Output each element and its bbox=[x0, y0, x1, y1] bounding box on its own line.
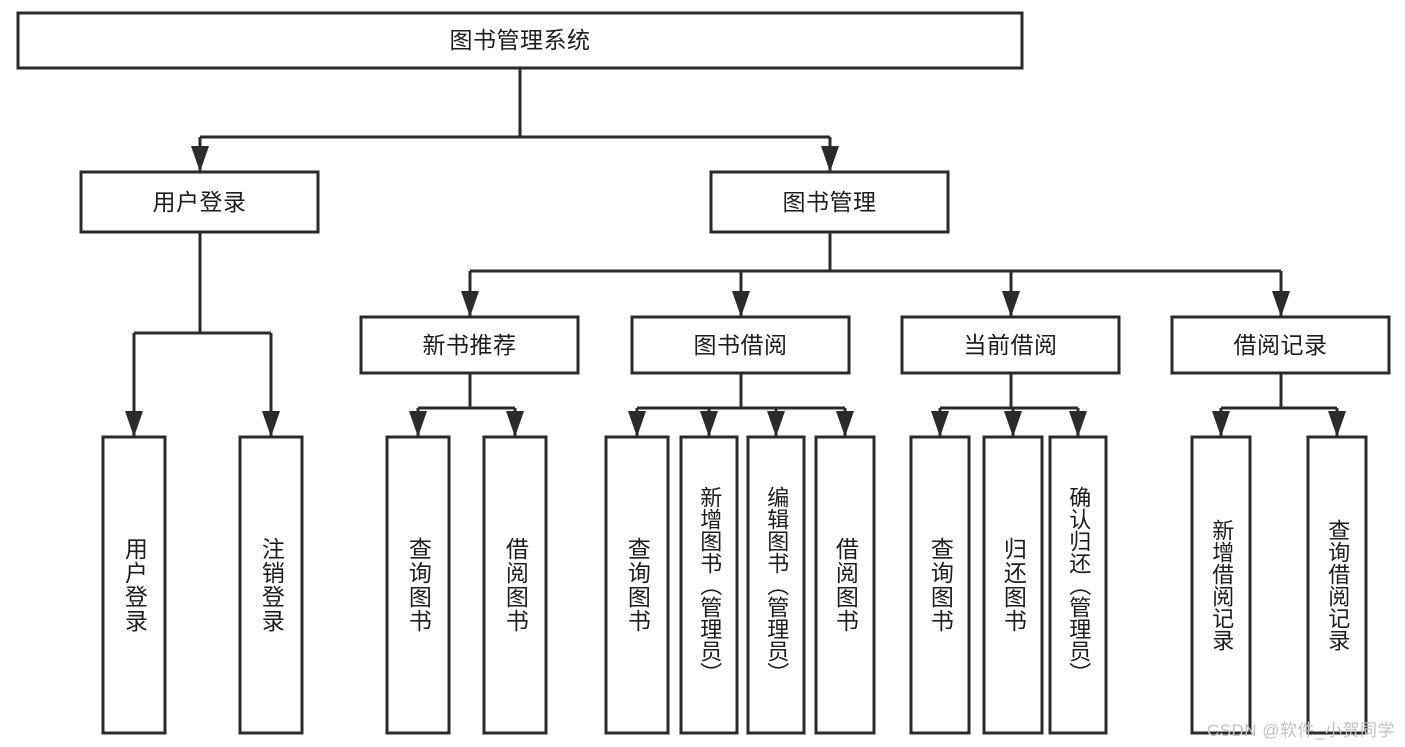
arrow-head-icon bbox=[191, 146, 209, 172]
arrow-head-icon bbox=[931, 411, 949, 437]
arrow-head-icon bbox=[836, 411, 854, 437]
arrow-head-icon bbox=[1272, 291, 1290, 317]
node-box-layer bbox=[16, 11, 1391, 735]
node-box-leaf-user-login[interactable] bbox=[101, 435, 167, 735]
arrow-head-icon bbox=[461, 291, 479, 317]
node-box-book-manage[interactable] bbox=[709, 170, 950, 234]
arrow-head-icon bbox=[506, 411, 524, 437]
watermark-text: CSDN @软件_小贺同学 bbox=[1206, 721, 1395, 740]
node-box-leaf-query-book-2[interactable] bbox=[604, 435, 670, 735]
node-box-user-login[interactable] bbox=[79, 170, 320, 234]
arrow-head-icon bbox=[1002, 291, 1020, 317]
node-box-leaf-confirm-return[interactable] bbox=[1048, 435, 1108, 735]
node-box-new-book-rec[interactable] bbox=[359, 315, 580, 375]
node-box-root[interactable] bbox=[16, 11, 1024, 70]
arrow-head-icon bbox=[821, 146, 839, 172]
arrow-head-icon bbox=[767, 411, 785, 437]
node-box-leaf-return-book[interactable] bbox=[982, 435, 1044, 735]
arrow-head-icon bbox=[1212, 411, 1230, 437]
node-box-leaf-borrow-book-1[interactable] bbox=[482, 435, 548, 735]
arrow-head-icon bbox=[628, 411, 646, 437]
node-box-leaf-query-book-3[interactable] bbox=[909, 435, 971, 735]
node-box-leaf-borrow-book-2[interactable] bbox=[814, 435, 876, 735]
arrow-head-icon bbox=[1004, 411, 1022, 437]
arrow-head-icon bbox=[125, 411, 143, 437]
node-box-current-borrow[interactable] bbox=[900, 315, 1121, 375]
arrow-head-icon bbox=[700, 411, 718, 437]
node-box-book-borrow[interactable] bbox=[630, 315, 851, 375]
arrow-head-icon bbox=[732, 291, 750, 317]
arrow-head-icon bbox=[1328, 411, 1346, 437]
connector-layer bbox=[125, 68, 1346, 437]
node-box-leaf-add-book[interactable] bbox=[679, 435, 739, 735]
node-box-leaf-user-logout[interactable] bbox=[238, 435, 304, 735]
node-box-borrow-record[interactable] bbox=[1170, 315, 1391, 375]
arrow-head-icon bbox=[1069, 411, 1087, 437]
node-box-leaf-edit-book[interactable] bbox=[746, 435, 806, 735]
node-box-leaf-query-record[interactable] bbox=[1306, 435, 1368, 735]
node-box-leaf-query-book-1[interactable] bbox=[385, 435, 451, 735]
node-box-leaf-add-record[interactable] bbox=[1190, 435, 1252, 735]
arrow-head-icon bbox=[409, 411, 427, 437]
arrow-head-icon bbox=[262, 411, 280, 437]
